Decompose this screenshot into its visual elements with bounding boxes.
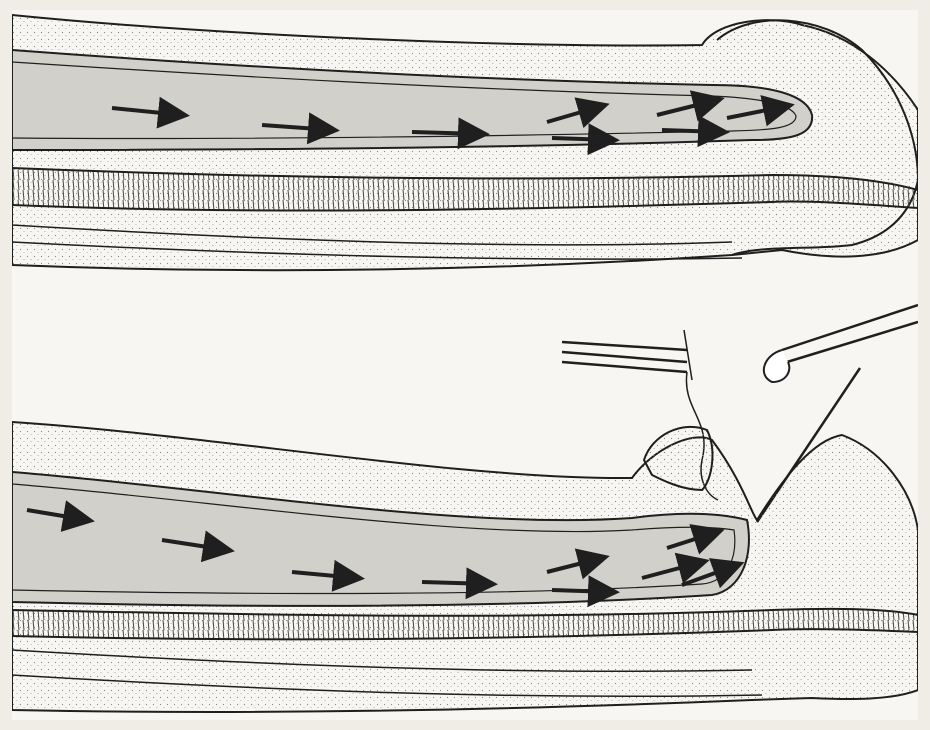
- arrow-icon: [552, 590, 612, 592]
- lower-panel: [12, 422, 918, 712]
- arrow-icon: [552, 138, 612, 140]
- arrow-icon: [412, 132, 482, 134]
- arrow-icon: [662, 130, 722, 132]
- forceps-icon: [562, 330, 692, 380]
- illustration-frame: [12, 10, 918, 720]
- holder-icon: [764, 305, 918, 382]
- upper-panel: [12, 15, 918, 270]
- medical-illustration: [12, 10, 918, 720]
- arrow-icon: [422, 582, 490, 584]
